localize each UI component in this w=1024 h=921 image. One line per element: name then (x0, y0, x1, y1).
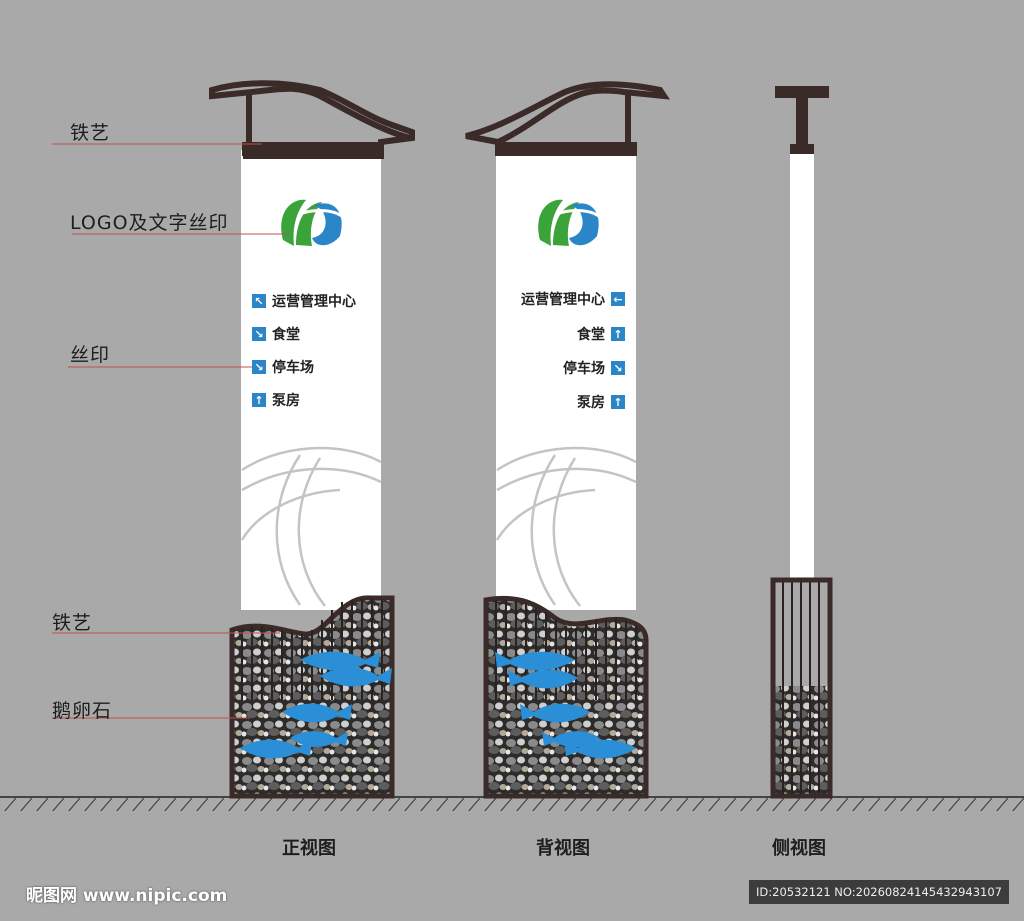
label-logo-print: LOGO及文字丝印 (70, 212, 229, 234)
label-pebbles: 鹅卵石 (52, 700, 113, 722)
watermark-id: ID:20532121 NO:20260824145432943107 (749, 880, 1009, 904)
arrow-left-icon: ← (611, 292, 625, 306)
front-direction-1: ↖ 运营管理中心 (252, 291, 356, 311)
ground (0, 796, 1024, 811)
front-view-sign (209, 80, 415, 799)
arrow-up-left-icon: ↖ (252, 294, 266, 308)
caption-back-view: 背视图 (536, 838, 590, 859)
back-watermark-logo-icon (495, 446, 637, 607)
arrow-down-right-icon: ↘ (611, 361, 625, 375)
label-silk-print: 丝印 (70, 344, 111, 366)
back-direction-4: 泵房 ↑ (577, 392, 625, 412)
leader-lines (52, 143, 290, 719)
arrow-up-icon: ↑ (611, 395, 625, 409)
watermark-site: 昵图网 www.nipic.com (26, 886, 228, 906)
front-direction-4: ↑ 泵房 (252, 390, 300, 410)
front-direction-2: ↘ 食堂 (252, 324, 300, 344)
back-direction-3: 停车场 ↘ (563, 358, 625, 378)
side-view-sign (770, 86, 833, 799)
caption-front-view: 正视图 (282, 838, 336, 859)
back-direction-2: 食堂 ↑ (577, 324, 625, 344)
front-watermark-logo-icon (240, 446, 382, 607)
arrow-up-icon: ↑ (611, 327, 625, 341)
arrow-down-right-icon: ↘ (252, 327, 266, 341)
arrow-up-icon: ↑ (252, 393, 266, 407)
back-fish-decoration (495, 651, 636, 759)
arrow-down-right-icon: ↘ (252, 360, 266, 374)
caption-side-view: 侧视图 (772, 838, 826, 859)
front-fish-decoration (240, 651, 392, 759)
front-logo-icon (280, 191, 346, 253)
label-iron-top: 铁艺 (70, 122, 111, 144)
back-direction-1: 运营管理中心 ← (521, 289, 625, 309)
back-logo-icon (537, 191, 603, 253)
front-direction-3: ↘ 停车场 (252, 357, 314, 377)
label-iron-bottom: 铁艺 (52, 612, 93, 634)
back-view-sign (465, 81, 671, 799)
